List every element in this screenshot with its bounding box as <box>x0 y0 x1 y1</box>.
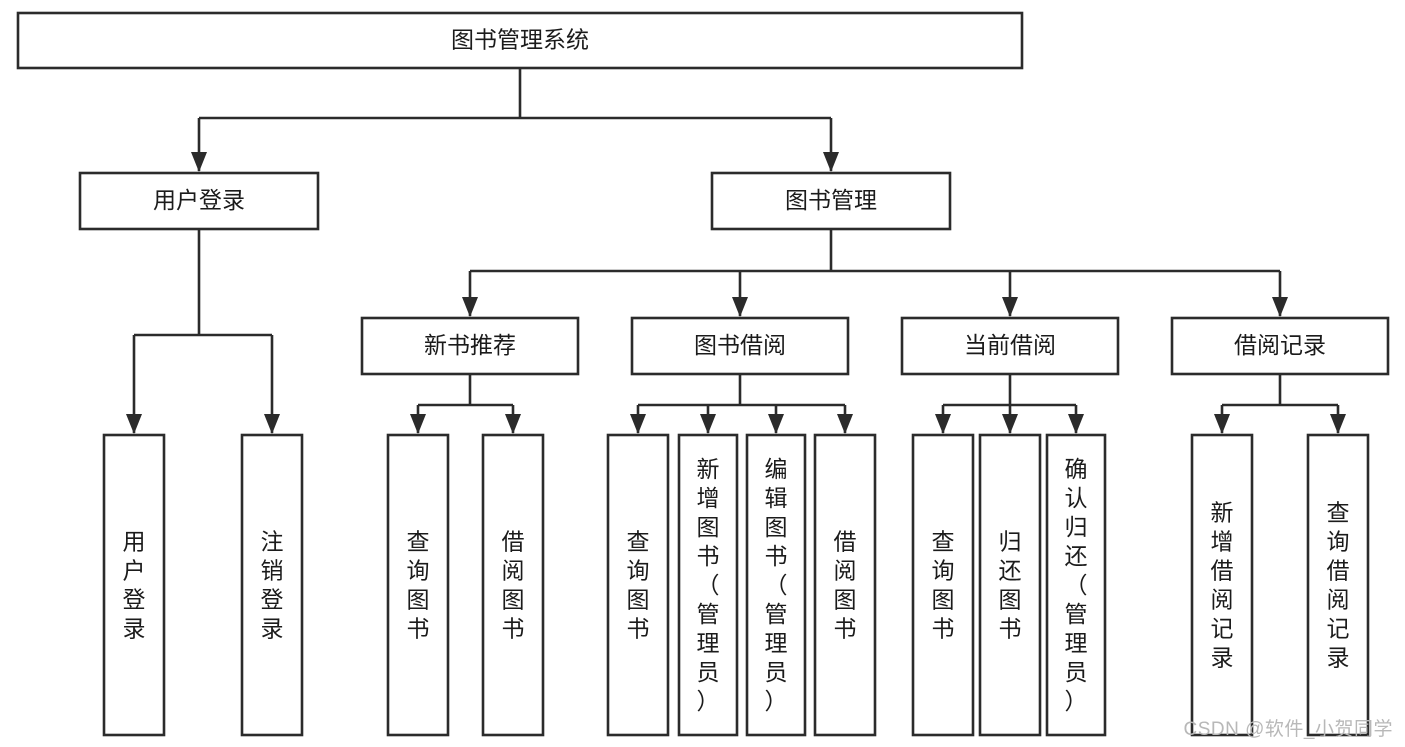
arrow-head-icon <box>768 414 784 434</box>
node-leaf-确认归还管理员-10[interactable]: 确认归还（管理员） <box>1045 433 1107 737</box>
node-box[interactable] <box>710 171 952 231</box>
arrow-head-icon <box>505 414 521 434</box>
node-box[interactable] <box>78 171 320 231</box>
arrow-head-icon <box>1214 414 1230 434</box>
node-label: 用户登录 <box>153 187 245 213</box>
arrow-head-icon <box>732 297 748 317</box>
arrow-head-icon <box>191 152 207 172</box>
node-level3-图书借阅[interactable]: 图书借阅 <box>630 316 850 376</box>
node-box[interactable] <box>360 316 580 376</box>
node-label: 借阅图书 <box>502 529 525 642</box>
arrow-head-icon <box>935 414 951 434</box>
arrow-head-icon <box>1330 414 1346 434</box>
edge-userlogin-to-leaves <box>134 229 272 337</box>
node-boxes-layer: 图书管理系统用户登录图书管理新书推荐图书借阅当前借阅借阅记录用户登录注销登录查询… <box>16 11 1390 737</box>
arrow-head-icon <box>126 414 142 434</box>
node-box[interactable] <box>813 433 877 737</box>
node-level3-当前借阅[interactable]: 当前借阅 <box>900 316 1120 376</box>
node-label: 用户登录 <box>123 529 146 642</box>
node-box[interactable] <box>1190 433 1254 737</box>
node-leaf-查询图书-8[interactable]: 查询图书 <box>911 433 975 737</box>
node-label: 当前借阅 <box>964 332 1056 358</box>
node-leaf-注销登录-1[interactable]: 注销登录 <box>240 433 304 737</box>
node-box[interactable] <box>240 433 304 737</box>
node-leaf-新增图书管理员-5[interactable]: 新增图书（管理员） <box>677 433 739 737</box>
node-label: 图书借阅 <box>694 332 786 358</box>
arrow-head-icon <box>1002 414 1018 434</box>
node-label: 借阅记录 <box>1234 332 1326 358</box>
node-box[interactable] <box>481 433 545 737</box>
node-leaf-借阅图书-7[interactable]: 借阅图书 <box>813 433 877 737</box>
node-label: 借阅图书 <box>834 529 857 642</box>
node-label: 查询借阅记录 <box>1327 500 1350 671</box>
node-label: 新书推荐 <box>424 332 516 358</box>
arrow-head-icon <box>630 414 646 434</box>
edge-borrow-to-leaves <box>638 374 845 407</box>
node-box[interactable] <box>1045 433 1107 737</box>
node-leaf-编辑图书管理员-6[interactable]: 编辑图书（管理员） <box>745 433 807 737</box>
arrow-head-icon <box>462 297 478 317</box>
node-box[interactable] <box>1170 316 1390 376</box>
node-leaf-新增借阅记录-11[interactable]: 新增借阅记录 <box>1190 433 1254 737</box>
node-leaf-用户登录-0[interactable]: 用户登录 <box>102 433 166 737</box>
edge-newbook-to-leaves <box>418 374 513 407</box>
node-label: 查询图书 <box>407 529 430 642</box>
node-label: 确认归还（管理员） <box>1065 456 1088 714</box>
arrow-head-icon <box>823 152 839 172</box>
node-label: 图书管理系统 <box>451 27 589 53</box>
node-box[interactable] <box>630 316 850 376</box>
node-label: 编辑图书（管理员） <box>765 456 788 714</box>
node-leaf-查询图书-2[interactable]: 查询图书 <box>386 433 450 737</box>
node-leaf-查询借阅记录-12[interactable]: 查询借阅记录 <box>1306 433 1370 737</box>
arrow-head-icon <box>1272 297 1288 317</box>
node-label: 图书管理 <box>785 187 877 213</box>
arrow-head-icon <box>837 414 853 434</box>
edge-root-to-level2 <box>199 68 831 120</box>
node-box[interactable] <box>978 433 1042 737</box>
node-box[interactable] <box>386 433 450 737</box>
node-level2-图书管理[interactable]: 图书管理 <box>710 171 952 231</box>
node-label: 注销登录 <box>261 529 284 642</box>
edge-record-to-leaves <box>1222 374 1338 407</box>
arrow-head-icon <box>1002 297 1018 317</box>
edge-bookmgmt-to-level3 <box>470 229 1280 273</box>
node-label: 查询图书 <box>627 529 650 642</box>
node-box[interactable] <box>606 433 670 737</box>
edge-current-to-leaves <box>943 374 1076 407</box>
node-level3-借阅记录[interactable]: 借阅记录 <box>1170 316 1390 376</box>
node-leaf-归还图书-9[interactable]: 归还图书 <box>978 433 1042 737</box>
connector-edges-layer <box>126 68 1346 434</box>
node-box[interactable] <box>102 433 166 737</box>
node-box[interactable] <box>900 316 1120 376</box>
node-box[interactable] <box>16 11 1024 70</box>
node-label: 新增图书（管理员） <box>697 456 720 714</box>
node-box[interactable] <box>745 433 807 737</box>
node-level3-新书推荐[interactable]: 新书推荐 <box>360 316 580 376</box>
node-box[interactable] <box>677 433 739 737</box>
node-leaf-查询图书-4[interactable]: 查询图书 <box>606 433 670 737</box>
node-box[interactable] <box>1306 433 1370 737</box>
node-level2-用户登录[interactable]: 用户登录 <box>78 171 320 231</box>
node-box[interactable] <box>911 433 975 737</box>
node-label: 归还图书 <box>999 529 1022 642</box>
node-label: 新增借阅记录 <box>1211 500 1234 671</box>
node-leaf-借阅图书-3[interactable]: 借阅图书 <box>481 433 545 737</box>
node-label: 查询图书 <box>932 529 955 642</box>
watermark-label: CSDN @软件_小贺同学 <box>1183 719 1393 740</box>
arrow-head-icon <box>700 414 716 434</box>
node-root-图书管理系统[interactable]: 图书管理系统 <box>16 11 1024 70</box>
arrow-head-icon <box>1068 414 1084 434</box>
arrow-head-icon <box>264 414 280 434</box>
arrow-head-icon <box>410 414 426 434</box>
